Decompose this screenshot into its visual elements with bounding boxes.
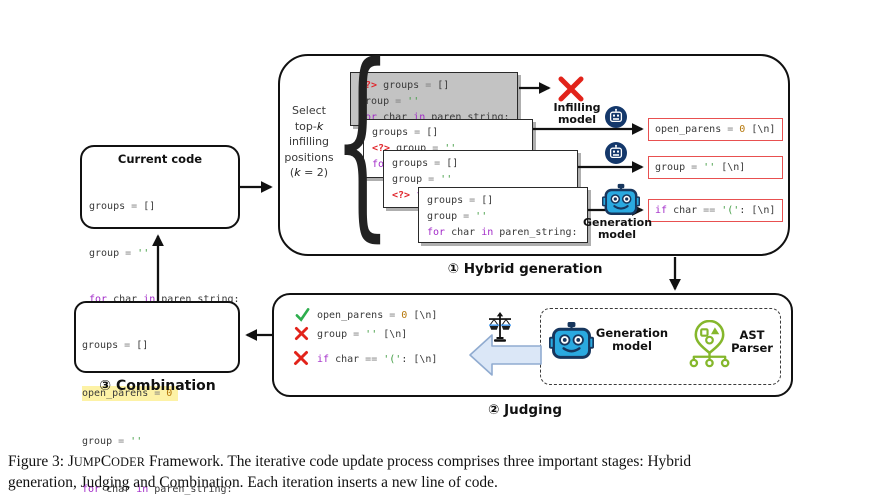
select-label-line: Select xyxy=(292,104,326,117)
code-line: <?> groups = [] xyxy=(359,80,450,91)
judged-line: open_parens = 0 [\n] xyxy=(317,310,438,321)
generation-model-label: Generation model xyxy=(583,216,653,241)
label-line: Parser xyxy=(731,341,773,355)
code-line: for char in paren_string: xyxy=(359,112,510,123)
code-line: for char in paren_string: xyxy=(89,294,240,305)
ast-parser-icon xyxy=(687,319,732,374)
x-mark-icon xyxy=(294,326,309,345)
robot-icon xyxy=(548,321,595,364)
check-icon xyxy=(295,307,310,326)
select-label-line: infilling xyxy=(288,135,330,148)
code-line-highlighted: open_parens = 0 xyxy=(82,386,238,402)
code-line: groups = [] xyxy=(82,340,149,351)
label-line: Infilling xyxy=(553,101,601,114)
code-line: groups = [] xyxy=(392,158,459,169)
x-mark-icon xyxy=(293,350,309,370)
code-line: open_parens = 0 [\n] xyxy=(655,123,776,135)
judged-line: if char == '(': [\n] xyxy=(317,354,438,365)
code-line: groups = [] xyxy=(372,127,439,138)
caption-line-2: generation, Judging and Combination. Eac… xyxy=(8,473,498,491)
caption-smallcaps: UMP xyxy=(73,455,101,469)
select-label-line: top-k xyxy=(294,119,324,133)
generation-output-box: if char == '(': [\n] xyxy=(648,199,783,222)
figure-caption: Figure 3: JUMPCODER Framework. The itera… xyxy=(8,452,866,493)
stage-label-combination: ③ Combination xyxy=(99,378,216,394)
stage-label-judging: ② Judging xyxy=(488,402,562,418)
code-line: for char in paren_string: xyxy=(82,484,233,495)
code-line: groups = [] xyxy=(89,201,156,212)
robot-badge-icon xyxy=(605,106,627,132)
current-code-box: Current code groups = [] group = '' for … xyxy=(80,145,240,305)
code-line: if char == '(': [\n] xyxy=(655,204,776,216)
generation-candidate-card: groups = [] group = '' for char in paren… xyxy=(418,187,588,243)
code-line: group = '' xyxy=(427,211,488,222)
select-label-line: positions xyxy=(284,150,334,164)
code-line: group = '' xyxy=(392,174,453,185)
caption-text: Figure 3: J xyxy=(8,453,74,470)
code-line: group = '' xyxy=(82,436,143,447)
label-line: Generation xyxy=(583,216,653,229)
select-topk-label: Select top-k infilling positions (k = 2) xyxy=(280,103,338,181)
caption-text: C xyxy=(100,453,112,470)
robot-badge-icon xyxy=(605,142,627,168)
label-line: Generation xyxy=(595,326,669,340)
infill-output-box-2: group = '' [\n] xyxy=(648,156,783,179)
generation-model-label: Generation model xyxy=(595,327,669,353)
code-line: group = '' [\n] xyxy=(655,161,746,173)
caption-smallcaps: ODER xyxy=(111,455,146,469)
caption-text: Framework. The iterative code update pro… xyxy=(145,453,692,470)
code-line: group = '' xyxy=(359,96,420,107)
label-line: model xyxy=(612,339,652,353)
x-mark-icon xyxy=(556,74,586,104)
infill-output-box-1: open_parens = 0 [\n] xyxy=(648,118,783,141)
scales-icon xyxy=(486,312,514,348)
current-code-title: Current code xyxy=(117,152,203,166)
code-line: groups = [] xyxy=(427,195,494,206)
ast-parser-label: AST Parser xyxy=(725,329,779,355)
label-line: AST xyxy=(739,328,765,342)
caption-line-1: Figure 3: JUMPCODER Framework. The itera… xyxy=(8,452,866,473)
label-line: model xyxy=(557,112,597,126)
robot-icon xyxy=(601,183,641,220)
judged-line: group = '' [\n] xyxy=(317,329,408,340)
code-line: group = '' xyxy=(89,247,150,259)
label-line: model xyxy=(597,227,637,241)
infill-candidate-card-1: <?> groups = [] group = '' for char in p… xyxy=(350,72,518,126)
curly-brace: { xyxy=(333,39,392,244)
combination-box: groups = [] open_parens = 0 group = '' f… xyxy=(74,301,240,495)
infilling-model-label: Infilling model xyxy=(548,102,606,125)
code-line: for char in paren_string: xyxy=(427,227,578,238)
stage-label-hybrid-generation: ① Hybrid generation xyxy=(447,261,603,277)
code-line: <?> group = '' xyxy=(372,143,457,154)
select-label-line: (k = 2) xyxy=(289,166,329,179)
